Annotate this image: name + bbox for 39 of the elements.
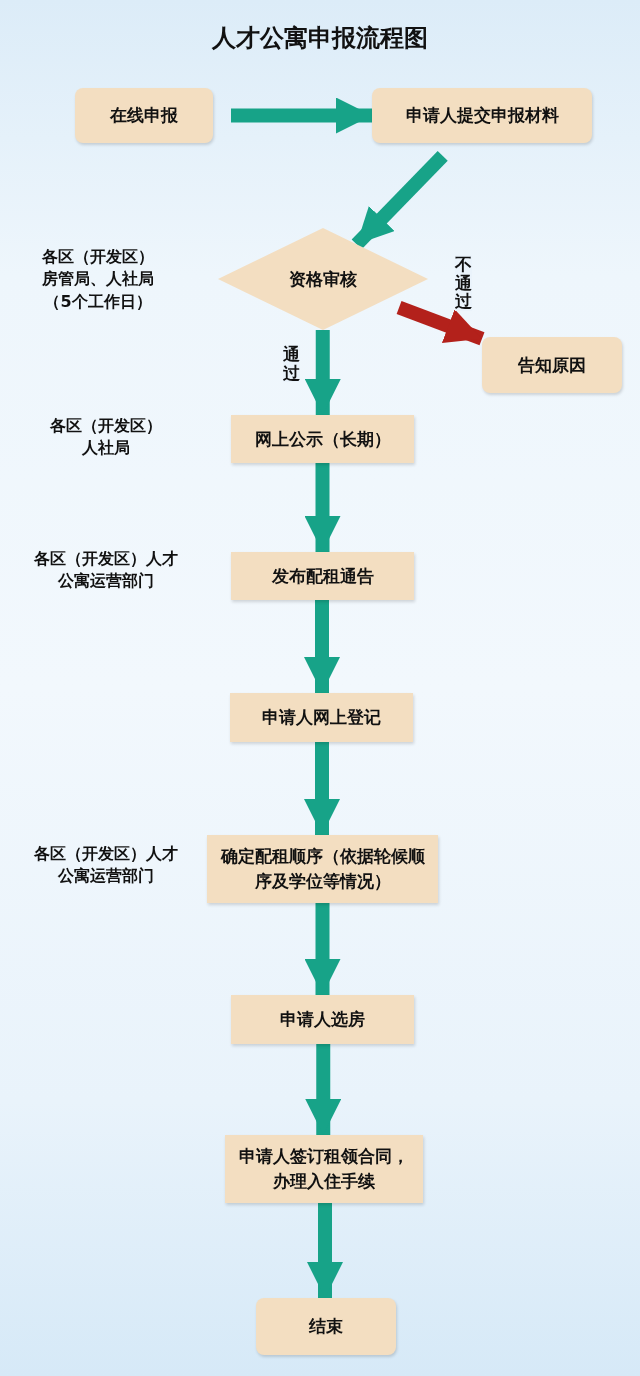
process-box xyxy=(230,693,413,742)
rounded-box xyxy=(482,337,622,393)
decision-diamond xyxy=(218,228,428,330)
node-label: 申请人选房 xyxy=(279,1008,366,1032)
arrow xyxy=(307,1203,343,1298)
arrow xyxy=(305,1044,342,1135)
responsible-party-label: 各区（开发区）人社局 xyxy=(49,415,163,460)
process-box xyxy=(225,1135,423,1203)
arrow xyxy=(304,742,340,835)
title: 人才公寓申报流程图 xyxy=(211,23,429,54)
process-box xyxy=(207,835,438,903)
rounded-box xyxy=(75,88,213,143)
node-label: 确定配租顺序（依据轮候顺序及学位等情况） xyxy=(219,845,426,893)
node-label: 资格审核 xyxy=(288,267,358,291)
arrow xyxy=(304,463,341,552)
node-label: 在线申报 xyxy=(109,104,179,128)
responsible-party-label: 各区（开发区）人才公寓运营部门 xyxy=(33,548,179,593)
process-box xyxy=(231,552,414,600)
responsible-party-label: 各区（开发区）房管局、人社局（5个工作日） xyxy=(41,246,155,313)
responsible-party-label: 各区（开发区）人才公寓运营部门 xyxy=(33,843,179,888)
node-label: 申请人网上登记 xyxy=(261,706,382,730)
edge-label: 通过 xyxy=(283,345,300,383)
node-label: 申请人提交申报材料 xyxy=(404,104,560,128)
arrow xyxy=(231,97,372,134)
node-label: 网上公示（长期） xyxy=(253,427,392,451)
node-label: 发布配租通告 xyxy=(270,564,375,588)
arrow xyxy=(304,903,341,995)
rounded-box xyxy=(372,88,592,143)
arrow xyxy=(304,330,341,415)
node-label: 告知原因 xyxy=(517,353,587,377)
edge-label: 不通过 xyxy=(455,255,472,312)
node-label: 申请人签订租领合同，办理入住手续 xyxy=(238,1145,410,1193)
arrow xyxy=(304,600,340,693)
arrow xyxy=(351,151,448,250)
arrow xyxy=(396,301,485,346)
rounded-box xyxy=(256,1298,396,1355)
process-box xyxy=(231,995,414,1044)
node-label: 结束 xyxy=(308,1315,344,1339)
process-box xyxy=(231,415,414,463)
